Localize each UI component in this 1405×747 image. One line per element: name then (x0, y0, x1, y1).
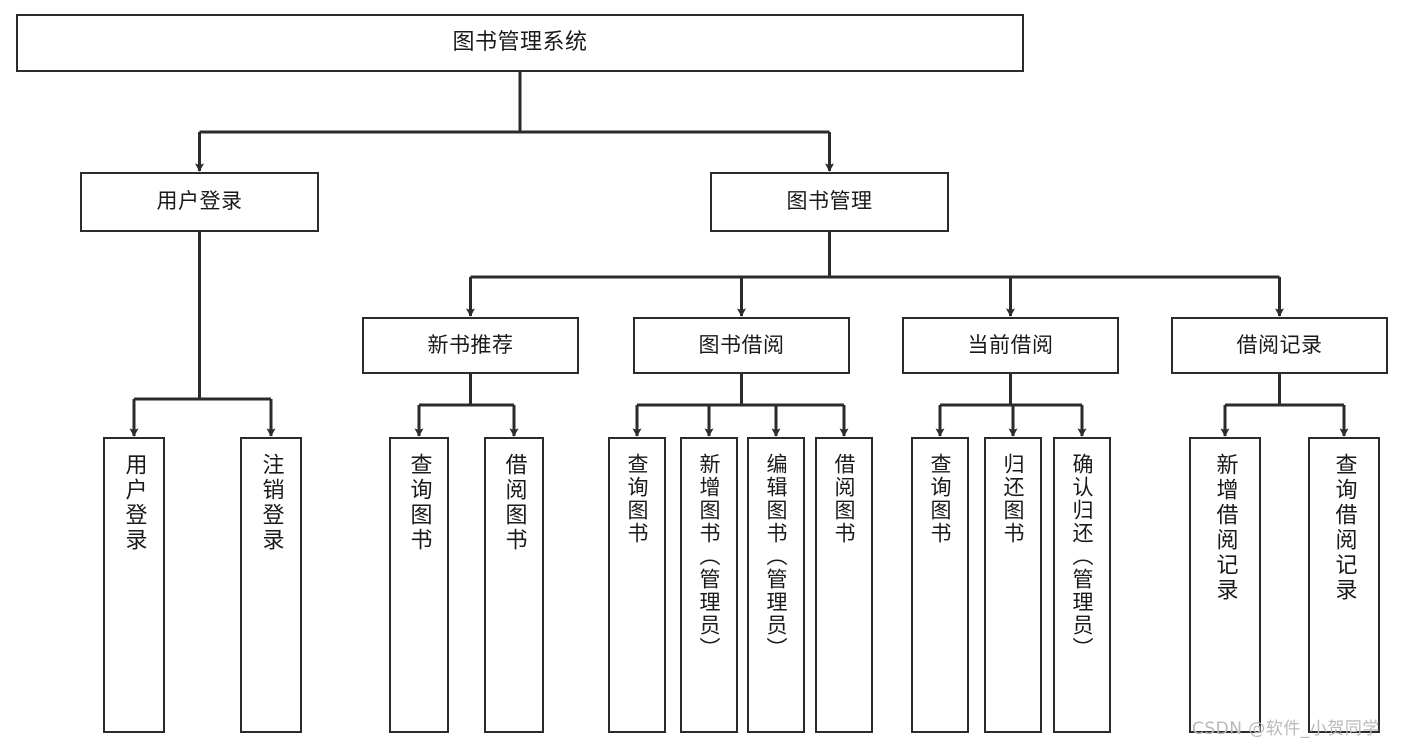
node-label: 当前借阅 (967, 332, 1054, 357)
node-label: 归还图书 (1001, 453, 1026, 545)
connector-edges (129, 72, 1349, 437)
node-label: 确认归还（管理员） (1070, 453, 1095, 660)
node-l2d[interactable]: 借阅记录 (1171, 317, 1388, 374)
node-lf13[interactable]: 查询借阅记录 (1308, 437, 1380, 733)
node-label: 查询图书 (928, 453, 953, 545)
node-l1b[interactable]: 图书管理 (710, 172, 949, 232)
node-l2b[interactable]: 图书借阅 (633, 317, 850, 374)
node-label: 查询借阅记录 (1331, 453, 1357, 603)
node-label: 新书推荐 (427, 332, 514, 357)
node-label: 注销登录 (258, 453, 284, 553)
node-lf3[interactable]: 查询图书 (389, 437, 449, 733)
node-lf9[interactable]: 查询图书 (911, 437, 969, 733)
node-label: 编辑图书（管理员） (764, 453, 789, 660)
node-lf12[interactable]: 新增借阅记录 (1189, 437, 1261, 733)
node-lf11[interactable]: 确认归还（管理员） (1053, 437, 1111, 733)
node-lf1[interactable]: 用户登录 (103, 437, 165, 733)
node-label: 借阅图书 (832, 453, 857, 545)
node-label: 查询图书 (625, 453, 650, 545)
node-lf7[interactable]: 编辑图书（管理员） (747, 437, 805, 733)
node-label: 查询图书 (406, 453, 432, 553)
node-lf4[interactable]: 借阅图书 (484, 437, 544, 733)
node-label: 图书管理 (786, 189, 873, 214)
node-lf8[interactable]: 借阅图书 (815, 437, 873, 733)
node-lf2[interactable]: 注销登录 (240, 437, 302, 733)
node-label: 用户登录 (156, 189, 243, 214)
node-lf6[interactable]: 新增图书（管理员） (680, 437, 738, 733)
node-l2a[interactable]: 新书推荐 (362, 317, 579, 374)
csdn-watermark: CSDN @软件_小贺同学 (1192, 719, 1380, 739)
node-label: 图书管理系统 (452, 29, 588, 55)
node-lf5[interactable]: 查询图书 (608, 437, 666, 733)
node-label: 借阅图书 (501, 453, 527, 553)
node-l2c[interactable]: 当前借阅 (902, 317, 1119, 374)
node-root[interactable]: 图书管理系统 (16, 14, 1024, 72)
node-label: 借阅记录 (1236, 332, 1323, 357)
node-label: 用户登录 (121, 453, 147, 553)
node-label: 新增借阅记录 (1212, 453, 1238, 603)
node-label: 新增图书（管理员） (697, 453, 722, 660)
node-lf10[interactable]: 归还图书 (984, 437, 1042, 733)
node-label: 图书借阅 (698, 332, 785, 357)
node-l1a[interactable]: 用户登录 (80, 172, 319, 232)
